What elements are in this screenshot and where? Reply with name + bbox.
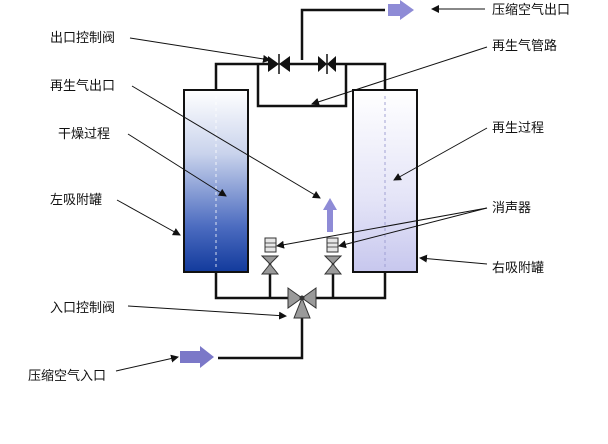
valve-icon bbox=[318, 54, 336, 74]
pipe-network bbox=[214, 8, 387, 360]
leader-left-tower bbox=[116, 199, 181, 236]
leader-right-tower bbox=[419, 254, 488, 265]
label-outlet-control-valve: 出口控制阀 bbox=[50, 31, 115, 46]
leader-compressed-air-inlet bbox=[115, 354, 179, 372]
top-left-pipe bbox=[214, 62, 268, 90]
valve-icon bbox=[323, 255, 343, 275]
leader-drying-process bbox=[127, 133, 227, 197]
bottom-left-pipe bbox=[214, 272, 290, 300]
regen-pipeline-loop bbox=[256, 64, 348, 108]
leader-regen-process bbox=[393, 127, 488, 181]
label-regen-gas-pipeline: 再生气管路 bbox=[492, 38, 557, 54]
label-right-tower: 右吸附罐 bbox=[492, 261, 544, 276]
bottom-right-pipe bbox=[316, 272, 387, 300]
muffler-icon bbox=[264, 237, 277, 253]
top-right-pipe bbox=[336, 62, 387, 90]
label-left-tower: 左吸附罐 bbox=[50, 193, 102, 208]
label-drying-process: 干燥过程 bbox=[58, 127, 110, 142]
outlet-pipe bbox=[300, 8, 385, 60]
label-regen-process: 再生过程 bbox=[492, 121, 544, 136]
inlet-pipe bbox=[218, 316, 304, 360]
flow-arrow-icon bbox=[388, 0, 414, 20]
valve-icon bbox=[260, 255, 280, 275]
leader-lines bbox=[115, 5, 488, 372]
valve-icon bbox=[268, 54, 290, 74]
flow-arrow-icon bbox=[323, 198, 337, 232]
leader-regen-pipeline bbox=[311, 46, 488, 106]
label-compressed-air-outlet: 压缩空气出口 bbox=[492, 2, 570, 18]
three-way-valve-icon bbox=[287, 287, 317, 319]
label-muffler: 消声器 bbox=[492, 201, 531, 216]
leader-inlet-valve bbox=[127, 305, 287, 320]
leader-muffler-right bbox=[338, 207, 488, 249]
muffler-icon bbox=[326, 237, 339, 253]
flow-arrow-icon bbox=[180, 346, 214, 368]
label-inlet-control-valve: 入口控制阀 bbox=[50, 301, 115, 316]
leader-muffler-left bbox=[276, 207, 488, 249]
leader-regen-outlet bbox=[131, 85, 321, 199]
label-compressed-air-inlet: 压缩空气入口 bbox=[28, 368, 106, 384]
label-regen-gas-outlet: 再生气出口 bbox=[50, 78, 115, 94]
leader-outlet-valve bbox=[129, 37, 271, 63]
